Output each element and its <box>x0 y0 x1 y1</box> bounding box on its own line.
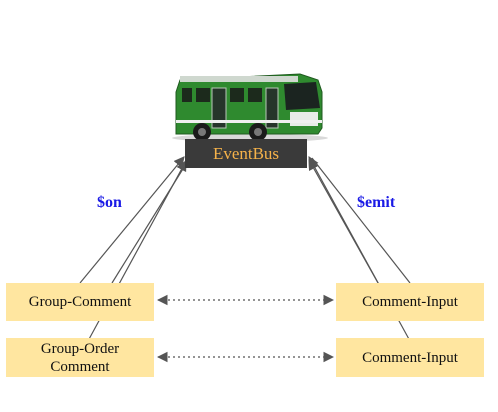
eventbus-label: EventBus <box>212 143 280 163</box>
node-comment-input-top-label: Comment-Input <box>362 294 458 310</box>
node-comment-input-bottom: Comment-Input <box>336 338 484 377</box>
on-label: $on <box>97 194 122 211</box>
node-group-comment-label: Group-Comment <box>28 294 132 310</box>
node-group-comment: Group-Comment <box>6 283 154 321</box>
node-group-order-comment: Group-Order Comment <box>6 338 154 377</box>
node-comment-input-bottom-label: Comment-Input <box>362 349 458 366</box>
eventbus-box: EventBus <box>185 139 307 168</box>
node-comment-input-top: Comment-Input <box>336 283 484 321</box>
node-group-order-comment-line2: Comment <box>50 358 110 375</box>
bus-icon <box>172 73 328 142</box>
line-right-inner <box>311 157 411 284</box>
emit-label: $emit <box>357 194 396 211</box>
line-left-inner <box>111 163 187 284</box>
arrow-group-comment-to-bus <box>79 156 185 284</box>
node-group-order-comment-line1: Group-Order <box>40 340 120 357</box>
